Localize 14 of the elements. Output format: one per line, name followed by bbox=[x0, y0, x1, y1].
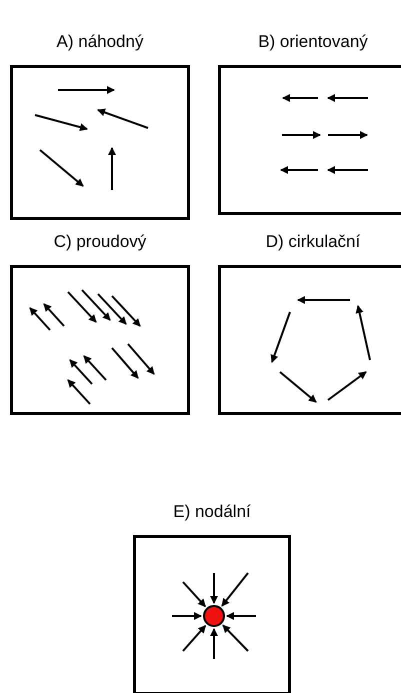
arrow bbox=[182, 581, 206, 608]
arrow bbox=[226, 612, 256, 620]
panel-heading: E) nodální bbox=[172, 502, 252, 522]
panel-heading: D) cirkulační bbox=[264, 232, 362, 252]
arrow bbox=[210, 628, 218, 659]
panel-heading: B) orientovaný bbox=[257, 32, 369, 52]
arrow bbox=[182, 624, 206, 652]
arrow bbox=[221, 572, 249, 607]
arrow bbox=[222, 624, 249, 652]
arrow bbox=[172, 612, 202, 620]
panel-heading: A) náhodný bbox=[56, 32, 144, 52]
panel-heading: C) proudový bbox=[52, 232, 148, 252]
arrow bbox=[210, 573, 218, 604]
focus-dot bbox=[203, 605, 225, 627]
